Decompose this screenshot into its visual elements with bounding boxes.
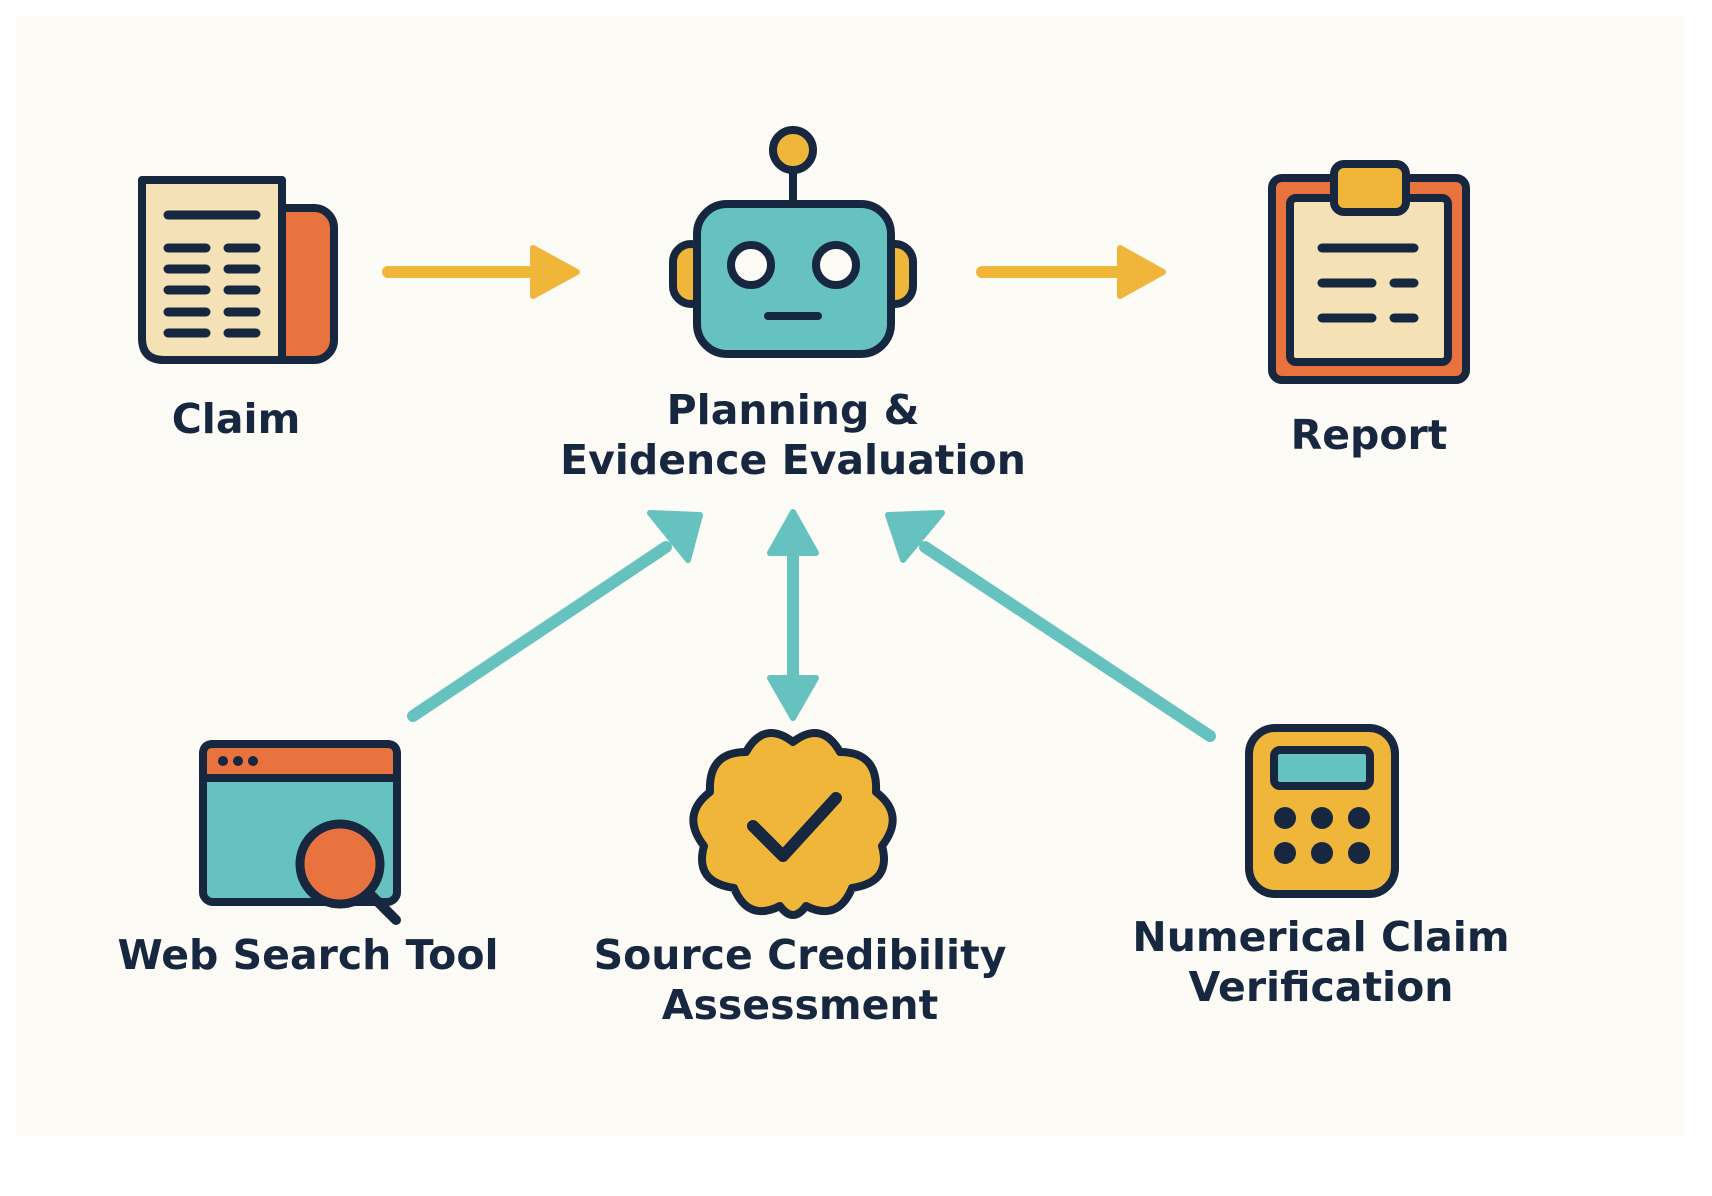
- node-label-claim: Claim: [171, 395, 301, 443]
- edge-credibility-planning: [767, 509, 819, 721]
- arrowhead-icon: [885, 510, 945, 563]
- browser-search-icon: [199, 740, 401, 925]
- edge-websearch-to-planning: [407, 510, 703, 722]
- edge-numerical-to-planning: [885, 510, 1216, 742]
- node-label-numerical: Numerical Claim Verification: [1132, 913, 1510, 1011]
- arrowhead-icon: [1117, 245, 1166, 299]
- node-label-web-search: Web Search Tool: [117, 931, 499, 979]
- check-badge-icon: [689, 729, 897, 919]
- arrowhead-icon: [530, 245, 580, 299]
- arrowhead-icon: [767, 509, 819, 556]
- edge-planning-to-report: [976, 245, 1166, 299]
- node-label-report: Report: [1290, 411, 1448, 459]
- node-label-credibility: Source Credibility Assessment: [593, 931, 1007, 1029]
- clipboard-icon: [1268, 160, 1470, 384]
- node-label-planning: Planning & Evidence Evaluation: [560, 386, 1026, 484]
- arrowhead-icon: [647, 510, 703, 563]
- newspaper-icon: [138, 176, 338, 364]
- arrowhead-icon: [767, 675, 819, 721]
- calculator-icon: [1245, 724, 1399, 898]
- edge-claim-to-planning: [382, 245, 580, 299]
- robot-icon: [669, 126, 917, 358]
